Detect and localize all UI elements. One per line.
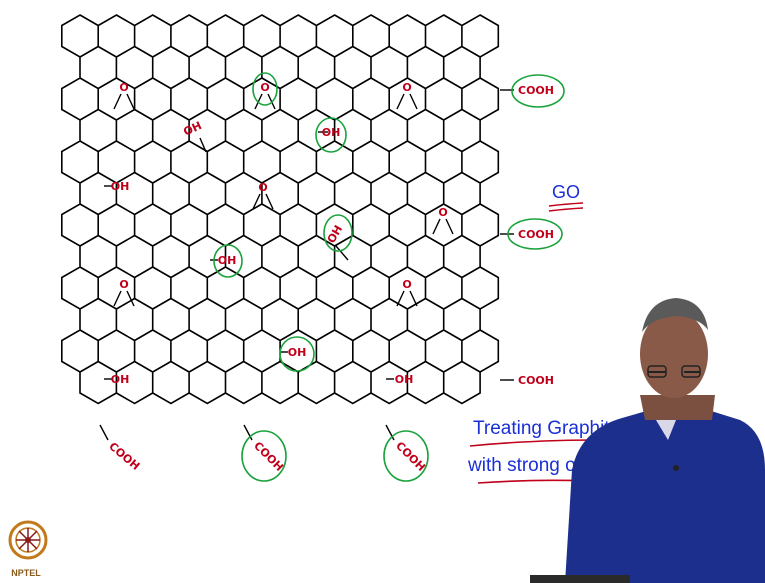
carboxyl-label: COOH: [518, 374, 554, 387]
hydroxyl-bond: [199, 137, 207, 153]
presenter: [530, 298, 765, 583]
highlight-circles: [213, 72, 565, 482]
epoxy-label: O: [402, 278, 411, 291]
go-label: GO: [552, 182, 580, 202]
highlight-circle: [511, 74, 565, 108]
carboxyl-bond: [243, 424, 253, 441]
highlight-circle: [241, 430, 287, 482]
carboxyl-label: COOH: [518, 84, 554, 97]
epoxy-label: O: [119, 278, 128, 291]
epoxy-bond: [113, 290, 135, 307]
carboxyl-label: COOH: [106, 440, 142, 473]
highlight-circle: [323, 214, 353, 252]
hydroxyl-label: OH: [322, 126, 341, 139]
nptel-logo-text: NPTEL: [11, 568, 41, 578]
epoxy-bond: [432, 218, 454, 235]
hydroxyl-label: OH: [111, 180, 130, 193]
highlight-circle: [507, 218, 563, 250]
epoxy-label: O: [119, 81, 128, 94]
carboxyl-bond: [99, 424, 109, 441]
epoxy-label: O: [258, 181, 267, 194]
go-underline-1: [548, 202, 584, 207]
go-underline-2: [548, 207, 584, 212]
epoxy-bond: [396, 93, 418, 110]
carboxyl-label: COOH: [393, 439, 428, 474]
epoxy-bond: [252, 193, 274, 210]
epoxy-label: O: [260, 81, 269, 94]
hydroxyl-label: OH: [111, 373, 130, 386]
caption-line-2: with strong oxi: [467, 455, 589, 476]
highlight-circle: [383, 430, 429, 482]
nptel-logo: [8, 520, 48, 560]
epoxy-bond: [113, 93, 135, 110]
hydroxyl-label: OH: [395, 373, 414, 386]
caption-line-1: Treating Graphite: [473, 418, 620, 439]
carboxyl-bond: [385, 424, 395, 441]
highlight-circle: [213, 244, 243, 278]
hydroxyl-label: OH: [288, 346, 307, 359]
graphene-lattice: [61, 14, 500, 405]
carboxyl-label: COOH: [518, 228, 554, 241]
epoxy-label: O: [402, 81, 411, 94]
highlight-circle: [279, 336, 315, 372]
epoxy-bond: [396, 290, 418, 307]
hydroxyl-bond: [335, 245, 349, 261]
carboxyl-label: COOH: [251, 439, 286, 474]
lattice-bonds: [61, 14, 500, 405]
hydroxyl-label: OH: [218, 254, 237, 267]
hydroxyl-label: OH: [181, 119, 203, 139]
highlight-circle: [315, 117, 347, 153]
epoxy-label: O: [438, 206, 447, 219]
highlight-circle: [252, 72, 278, 106]
